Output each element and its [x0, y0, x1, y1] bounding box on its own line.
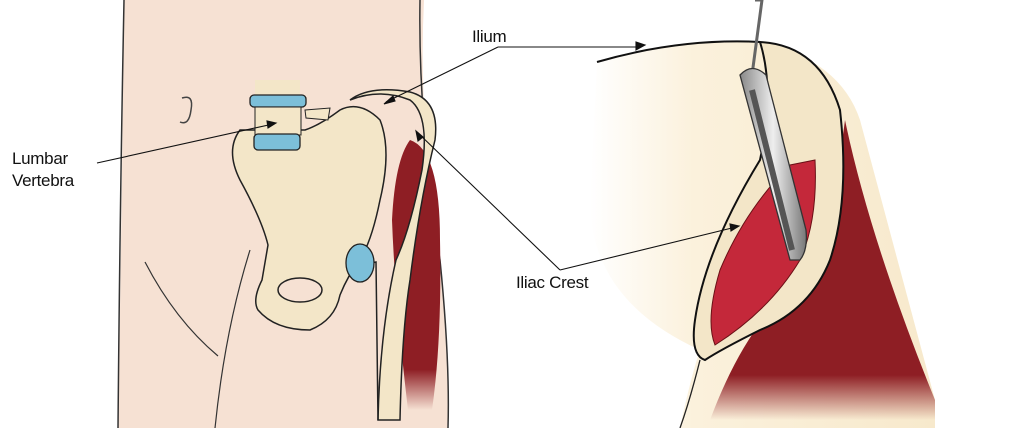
navel: [179, 96, 193, 124]
label-iliac-crest: Iliac Crest: [516, 273, 589, 292]
femoral-head: [345, 243, 375, 283]
label-vertebra: Vertebra: [12, 171, 74, 190]
lumbar-vertebra: [249, 80, 331, 151]
retractor-instrument: [739, 0, 808, 261]
label-ilium: Ilium: [472, 27, 507, 46]
left-muscle: [392, 140, 441, 410]
pelvis: [231, 89, 437, 421]
leader-lines: [96, 41, 741, 271]
label-lumbar: Lumbar: [12, 149, 68, 168]
